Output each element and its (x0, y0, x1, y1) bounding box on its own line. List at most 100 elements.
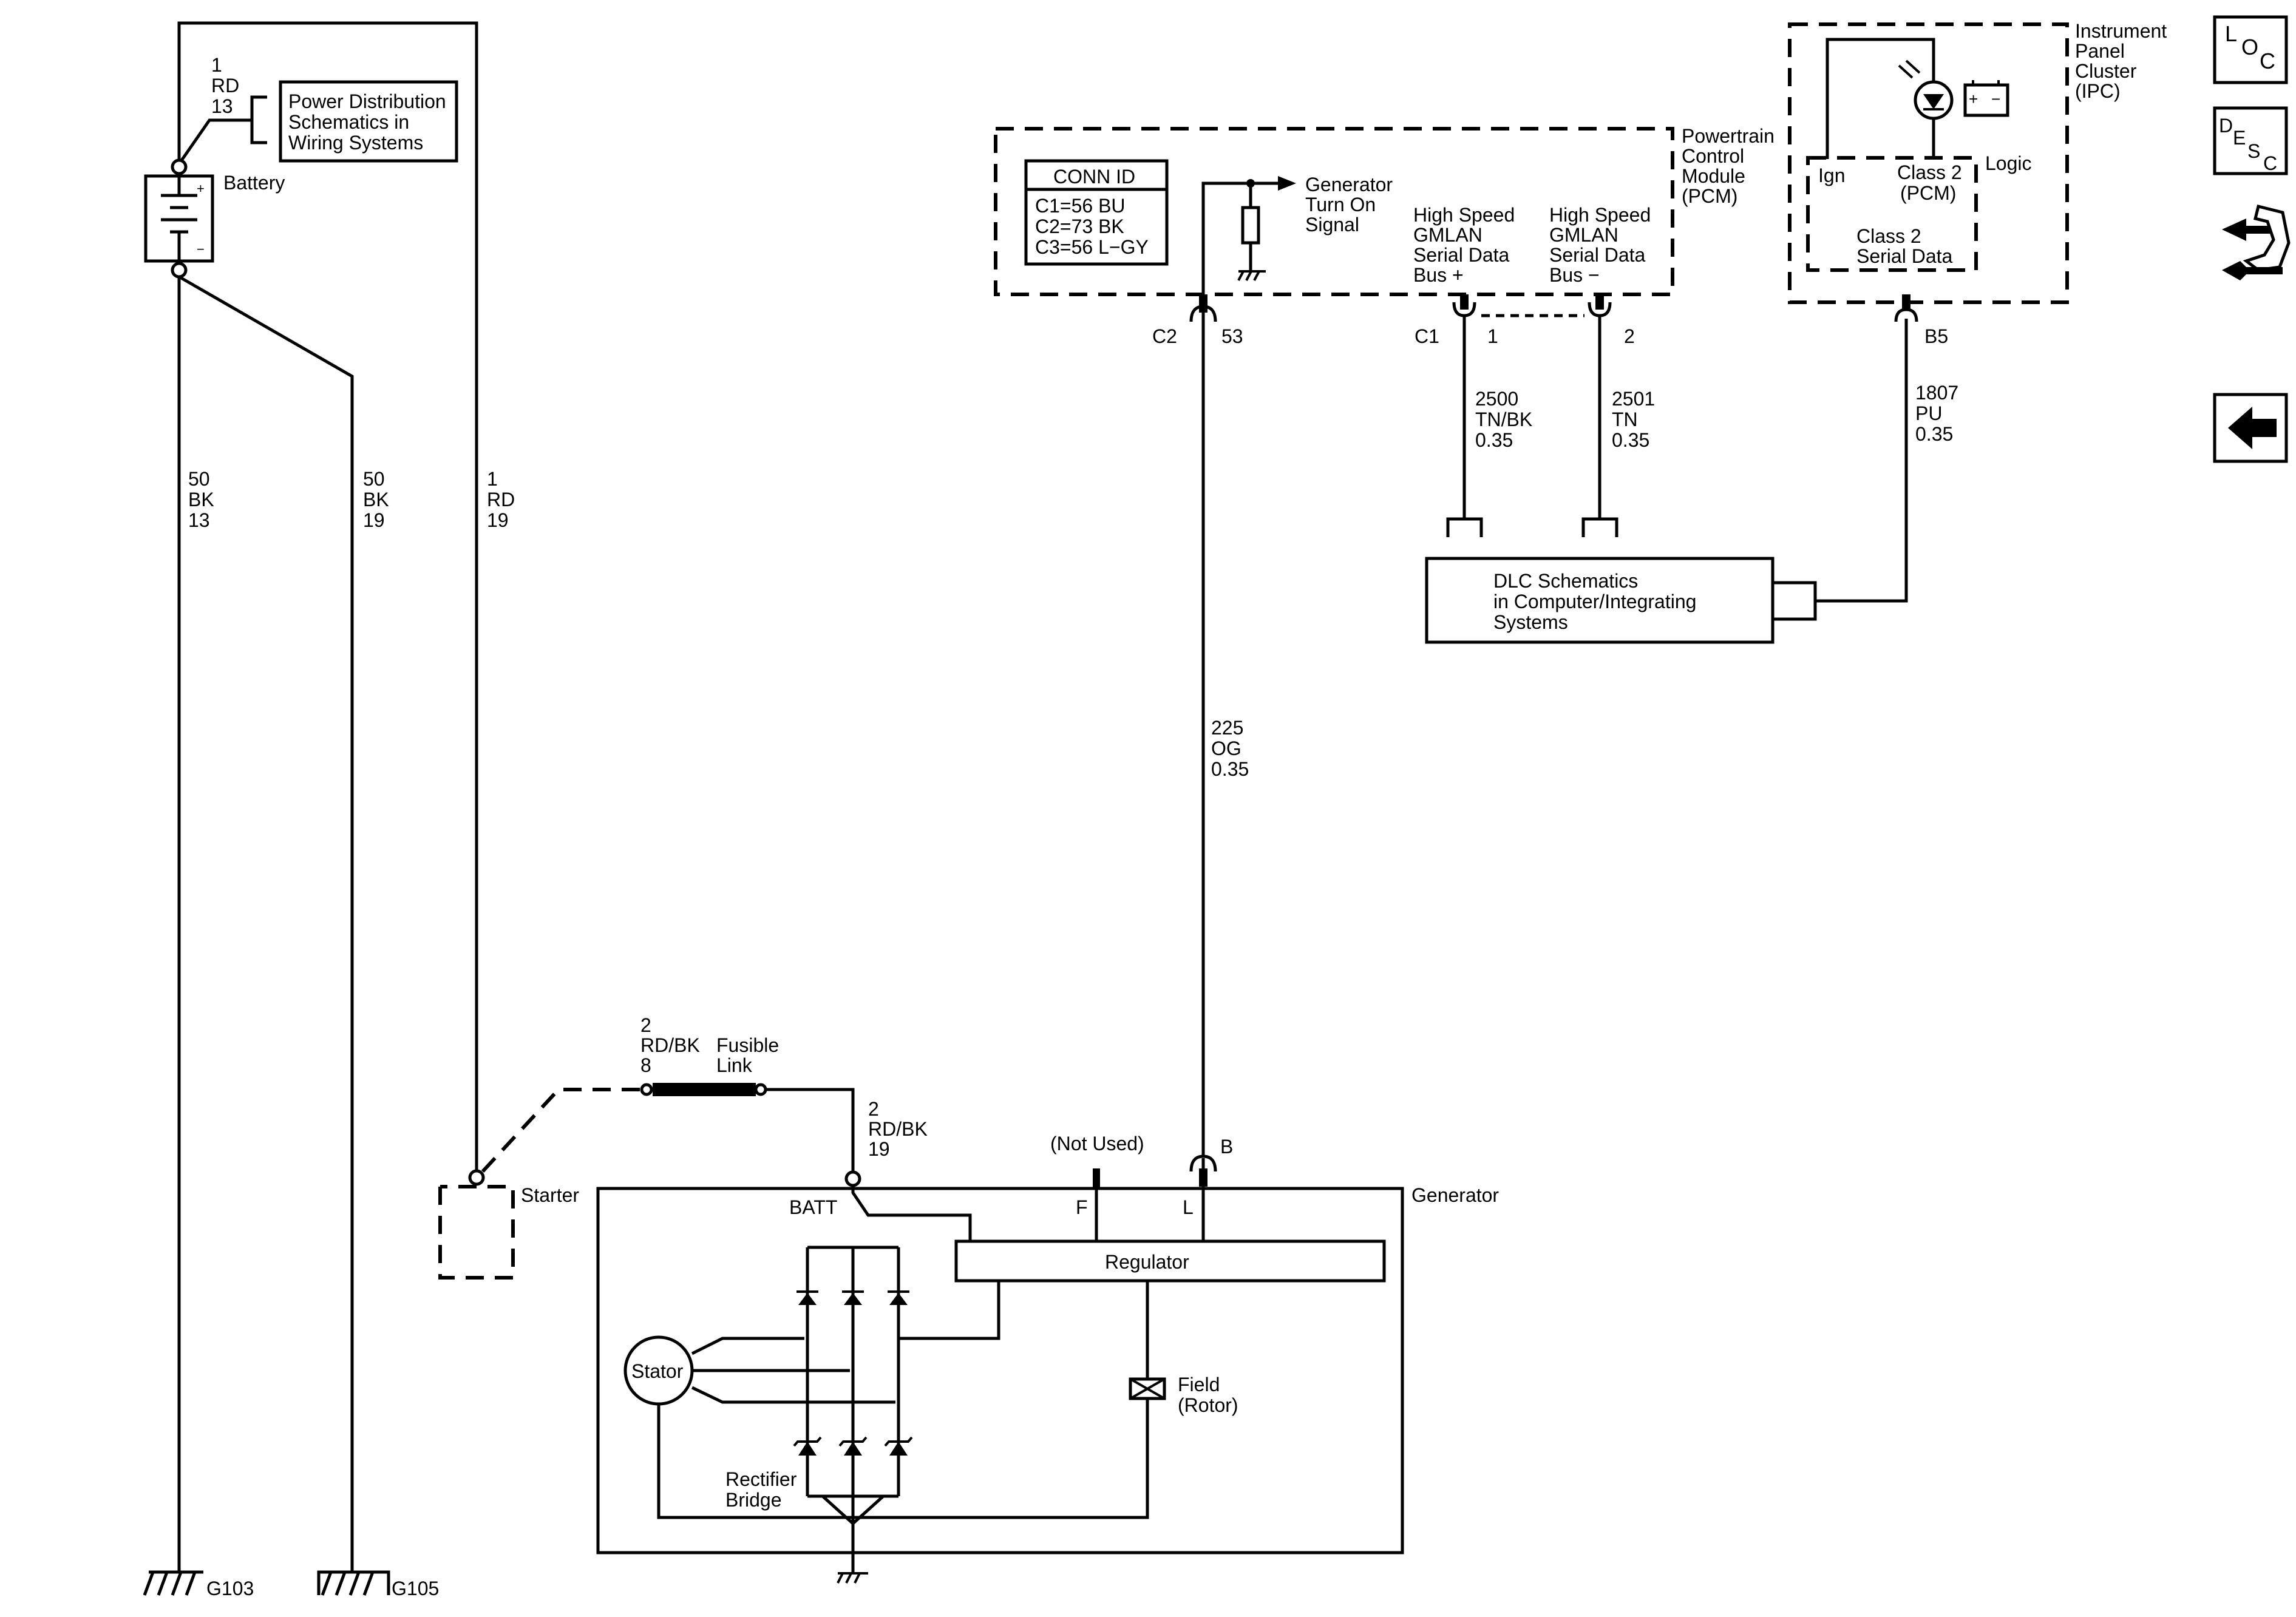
wire-label: RD/BK (868, 1118, 928, 1140)
fusible-link[interactable] (653, 1083, 756, 1096)
hs-plus-label: GMLAN (1413, 224, 1483, 246)
wire-label: 0.35 (1211, 758, 1249, 780)
wire-label: RD (487, 489, 515, 510)
zener-diode-icon (793, 1436, 913, 1456)
regulator-box[interactable] (954, 1239, 1386, 1283)
fusible-end-left (640, 1083, 653, 1096)
hs-minus-label: High Speed (1549, 204, 1651, 226)
ipc-b5-connector (1894, 308, 1918, 322)
wire-label: 1 (211, 54, 222, 76)
fusible-end-right (754, 1083, 767, 1096)
batt-terminal (844, 1170, 861, 1187)
wire-label: BK (188, 489, 214, 510)
dlc-line: in Computer/Integrating (1493, 591, 1696, 612)
wire-label: 19 (363, 509, 385, 531)
arrow-right-icon (1278, 176, 1296, 191)
wire-label: 2501 (1612, 388, 1655, 410)
dlc-line: Systems (1493, 611, 1568, 633)
gen-signal-label: Generator (1305, 174, 1393, 195)
diode-icon (796, 1290, 909, 1305)
rectifier-label: Rectifier (725, 1468, 797, 1490)
wire-label: 50 (188, 468, 210, 490)
loc-letter: C (2260, 49, 2275, 73)
pin-53-label: 53 (1221, 325, 1243, 347)
description-button[interactable]: D E S C (2213, 106, 2288, 175)
stator-label: Stator (631, 1360, 684, 1382)
wire-label: 19 (868, 1138, 890, 1160)
location-button[interactable]: L O C (2213, 15, 2288, 84)
regulator-label: Regulator (1105, 1251, 1189, 1273)
battery-terminal-pos (171, 158, 188, 175)
desc-letter: D (2219, 115, 2233, 137)
ipc-name: Cluster (2075, 60, 2137, 82)
pcm-c1-pin1-connector (1452, 302, 1476, 317)
pin-b-label: B (1220, 1136, 1233, 1158)
dlc-line: DLC Schematics (1493, 570, 1638, 592)
loc-letter: O (2241, 35, 2258, 59)
power-dist-connector (250, 95, 267, 144)
power-dist-box[interactable] (279, 80, 458, 163)
conn-id-line: C3=56 L−GY (1035, 236, 1149, 258)
power-dist-line-2: Schematics in (288, 111, 409, 133)
power-dist-line-1: Power Distribution (288, 90, 446, 112)
pcm-c1-pin2-connector (1588, 302, 1612, 317)
generator-box[interactable] (596, 1187, 1404, 1554)
wire-label: 0.35 (1612, 429, 1649, 451)
ipc-bat-minus: − (1991, 90, 2000, 108)
back-button[interactable] (2213, 393, 2288, 463)
battery-minus: − (197, 242, 205, 257)
hs-plus-label: High Speed (1413, 204, 1515, 226)
ipc-logic-label: Logic (1985, 152, 2032, 174)
dlc-box[interactable] (1425, 557, 1775, 644)
pin-c1-label: C1 (1415, 325, 1439, 347)
wire-bk-19 (178, 275, 354, 1572)
light-rays-icon (1898, 59, 1921, 79)
field-label: (Rotor) (1178, 1394, 1238, 1416)
desc-letter: E (2233, 127, 2246, 149)
ipc-box[interactable] (1788, 22, 2069, 304)
wire-label: 2 (868, 1098, 879, 1120)
pcm-name: Powertrain (1682, 125, 1775, 147)
batt-label: BATT (789, 1196, 837, 1218)
fusible-label: Fusible (716, 1034, 779, 1056)
field-label: Field (1178, 1374, 1220, 1395)
ipc-name: (IPC) (2075, 80, 2121, 102)
desc-letter: C (2263, 152, 2277, 174)
wire-label: RD/BK (640, 1034, 700, 1056)
resistor-symbol (1241, 206, 1260, 245)
wire-label: TN/BK (1475, 408, 1532, 430)
conn-id-title: CONN ID (1053, 166, 1135, 188)
pcm-name: Control (1682, 145, 1744, 167)
fusible-label: Link (716, 1054, 753, 1076)
pin-2-label: 2 (1624, 325, 1635, 347)
pcm-box[interactable] (994, 127, 1674, 296)
conn-id-line: C2=73 BK (1035, 215, 1124, 237)
pin-f-stub (1093, 1168, 1100, 1190)
wire-label: 225 (1211, 717, 1243, 739)
battery-label: Battery (223, 172, 285, 194)
ground-generator-icon (837, 1572, 868, 1584)
gen-signal-label: Signal (1305, 214, 1359, 236)
wire-label: BK (363, 489, 389, 510)
hs-plus-label: Bus + (1413, 264, 1464, 286)
wire-label: 13 (211, 95, 233, 117)
wire-label: 19 (487, 509, 509, 531)
battery-warning-icon (1963, 83, 2009, 117)
connector-tool-icon[interactable] (2222, 204, 2291, 280)
starter-box[interactable] (438, 1185, 515, 1280)
hs-minus-label: Serial Data (1549, 244, 1646, 266)
wire-label: 1 (487, 468, 498, 490)
wire-label: PU (1915, 402, 1942, 424)
wire-gmlan (1462, 317, 1601, 504)
pin-c2-label: C2 (1152, 325, 1177, 347)
pin-l-label: L (1183, 1196, 1194, 1218)
wire-label: RD (211, 75, 239, 97)
pcm-name: Module (1682, 165, 1745, 187)
starter-label: Starter (521, 1184, 579, 1206)
arrow-left-icon (2228, 407, 2277, 449)
wire-label: TN (1612, 408, 1638, 430)
ipc-class2-sd: Class 2 (1856, 225, 1921, 247)
generator-label: Generator (1411, 1184, 1499, 1206)
pcm-name: (PCM) (1682, 185, 1737, 207)
